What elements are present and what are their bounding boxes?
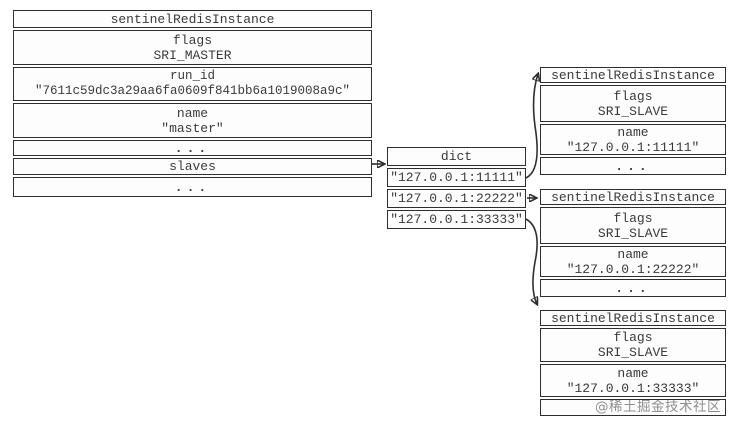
slave3-name-label: name [617, 365, 649, 381]
master-name-label: name [176, 105, 209, 121]
master-ellipsis-2: ... [13, 177, 372, 197]
slave3-flags-cell: flags SRI_SLAVE [540, 328, 726, 362]
slave2-name-cell: name "127.0.0.1:22222" [540, 246, 726, 277]
slave2-title: sentinelRedisInstance [540, 189, 726, 205]
slave1-title: sentinelRedisInstance [540, 67, 726, 83]
slave3-title: sentinelRedisInstance [540, 310, 726, 326]
arrow-dict-entry3-to-slave3 [525, 218, 537, 304]
slave3-flags-label: flags [613, 330, 653, 345]
slave-instance-box-1: sentinelRedisInstance flags SRI_SLAVE na… [540, 67, 726, 175]
slave3-name-value: "127.0.0.1:33333" [566, 380, 700, 396]
master-runid-value: "7611c59dc3a29aa6fa0609f841bb6a1019008a9… [34, 84, 351, 98]
slave1-flags-label: flags [613, 88, 653, 104]
slave2-name-label: name [617, 246, 649, 262]
slave2-flags-label: flags [613, 210, 653, 226]
slave1-flags-cell: flags SRI_SLAVE [540, 85, 726, 122]
dict-entry-1: "127.0.0.1:11111" [387, 168, 526, 187]
slave2-ellipsis: ... [540, 279, 726, 297]
master-ellipsis-1: ... [13, 140, 372, 156]
master-instance-box: sentinelRedisInstance flags SRI_MASTER r… [13, 10, 372, 197]
slave2-flags-value: SRI_SLAVE [597, 225, 669, 241]
arrow-dict-entry1-to-slave1 [525, 74, 538, 179]
slave1-name-cell: name "127.0.0.1:11111" [540, 124, 726, 155]
master-title: sentinelRedisInstance [13, 10, 372, 28]
dict-title: dict [387, 147, 526, 166]
master-runid-label: run_id [169, 69, 215, 83]
slave3-name-cell: name "127.0.0.1:33333" [540, 364, 726, 397]
master-name-cell: name "master" [13, 103, 372, 138]
dict-entry-3: "127.0.0.1:33333" [387, 210, 526, 229]
slave2-name-value: "127.0.0.1:22222" [566, 261, 700, 277]
dict-entry-2: "127.0.0.1:22222" [387, 189, 526, 208]
slave-instance-box-2: sentinelRedisInstance flags SRI_SLAVE na… [540, 189, 726, 297]
master-flags-value: SRI_MASTER [153, 47, 232, 63]
slave1-flags-value: SRI_SLAVE [597, 103, 669, 119]
slave2-flags-cell: flags SRI_SLAVE [540, 207, 726, 244]
master-flags-cell: flags SRI_MASTER [13, 30, 372, 65]
slave3-flags-value: SRI_SLAVE [597, 345, 669, 360]
master-slaves-cell: slaves [13, 158, 372, 175]
master-runid-cell: run_id "7611c59dc3a29aa6fa0609f841bb6a10… [13, 67, 372, 101]
slave-instance-box-3: sentinelRedisInstance flags SRI_SLAVE na… [540, 310, 726, 416]
slaves-dict-box: dict "127.0.0.1:11111" "127.0.0.1:22222"… [387, 147, 526, 229]
slave1-name-value: "127.0.0.1:11111" [566, 139, 700, 155]
master-name-value: "master" [161, 120, 224, 136]
slave1-name-label: name [617, 124, 649, 140]
slave1-ellipsis: ... [540, 157, 726, 175]
community-watermark: @稀土掘金技术社区 [540, 399, 726, 416]
master-flags-label: flags [172, 32, 212, 48]
